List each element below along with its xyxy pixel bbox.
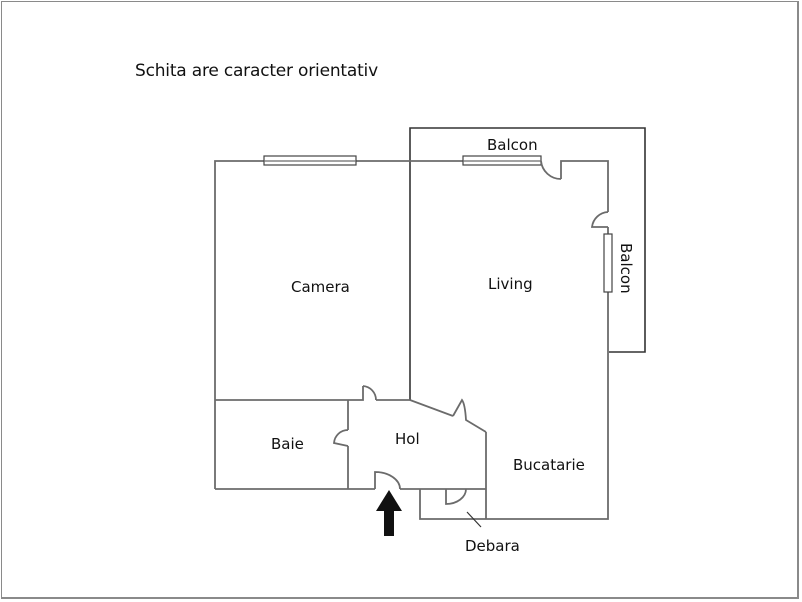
camera-walls	[214, 160, 410, 489]
label-living: Living	[488, 275, 533, 293]
label-hol: Hol	[395, 430, 420, 448]
label-debara: Debara	[465, 537, 520, 555]
debara-door	[445, 488, 467, 505]
entrance-door	[374, 471, 401, 490]
label-baie: Baie	[271, 435, 304, 453]
sketch-disclaimer-title: Schita are caracter orientativ	[135, 61, 378, 81]
balcony-door-side	[590, 211, 609, 228]
label-balcon-side: Balcon	[617, 243, 635, 294]
living-window-side	[603, 233, 613, 293]
bathroom-door	[333, 429, 349, 447]
entrance-arrow-icon	[376, 490, 402, 536]
label-camera: Camera	[291, 278, 350, 296]
debara-walls	[419, 488, 486, 528]
label-bucatarie: Bucatarie	[513, 456, 585, 474]
balcony-outline	[409, 127, 646, 400]
label-balcon-top: Balcon	[487, 136, 538, 154]
debara-pointer-line	[466, 511, 482, 528]
hol-walls	[215, 385, 487, 519]
balcony-door-top	[540, 160, 562, 180]
living-walls	[410, 160, 609, 520]
